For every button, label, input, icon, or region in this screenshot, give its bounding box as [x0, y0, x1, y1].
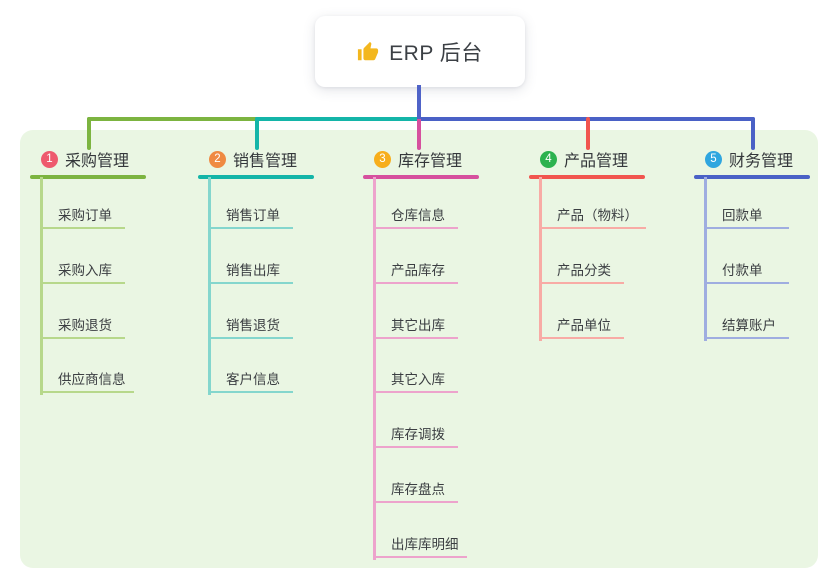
child-node[interactable]: 采购入库 — [40, 261, 125, 284]
branch-number-badge: 1 — [41, 150, 58, 168]
connector-branch-5-horizontal — [417, 117, 755, 121]
child-node[interactable]: 付款单 — [704, 261, 789, 284]
branch-title-underline — [198, 175, 314, 179]
child-node[interactable]: 出库库明细 — [373, 535, 467, 558]
child-node[interactable]: 结算账户 — [704, 316, 789, 339]
branch-spine-line — [40, 177, 43, 396]
connector-branch-1-drop — [87, 117, 91, 150]
branch-spine-line — [373, 177, 376, 560]
branch-title[interactable]: 4 产品管理 — [540, 148, 628, 170]
branch-number-badge: 3 — [374, 150, 391, 168]
branch-number-badge: 2 — [209, 150, 226, 168]
branch-title-label: 库存管理 — [398, 153, 463, 170]
child-node[interactable]: 其它入库 — [373, 370, 458, 394]
connector-branch-5-drop — [751, 117, 755, 150]
child-node[interactable]: 产品单位 — [539, 316, 624, 339]
child-node[interactable]: 采购订单 — [40, 206, 125, 229]
branch-title-underline — [30, 175, 146, 179]
branch-title[interactable]: 3 库存管理 — [374, 148, 462, 170]
connector-branch-4-drop — [586, 117, 590, 150]
branch-number-badge: 5 — [705, 150, 722, 168]
child-node[interactable]: 回款单 — [704, 206, 789, 229]
connector-branch-2-horizontal — [255, 117, 421, 121]
connector-branch-2-drop — [255, 117, 259, 150]
child-node[interactable]: 产品库存 — [373, 261, 458, 284]
child-node[interactable]: 库存调拨 — [373, 425, 458, 449]
branch-title-underline — [529, 175, 645, 179]
branch-title-label: 产品管理 — [564, 153, 629, 170]
branch-title-underline — [363, 175, 479, 179]
child-node[interactable]: 销售订单 — [208, 206, 293, 229]
child-node[interactable]: 仓库信息 — [373, 206, 458, 229]
branch-title-underline — [694, 175, 810, 179]
connector-branch-1-horizontal — [87, 117, 421, 121]
child-node[interactable]: 库存盘点 — [373, 480, 458, 503]
child-node[interactable]: 采购退货 — [40, 316, 125, 339]
branch-spine-line — [704, 177, 707, 341]
branch-title-label: 采购管理 — [65, 153, 130, 170]
branch-title-label: 销售管理 — [233, 153, 298, 170]
branches-panel — [20, 130, 818, 568]
child-node[interactable]: 产品分类 — [539, 261, 624, 284]
child-node[interactable]: 其它出库 — [373, 316, 458, 339]
child-node[interactable]: 销售出库 — [208, 261, 293, 284]
connector-branch-3-drop — [417, 117, 421, 150]
branch-spine-line — [539, 177, 542, 341]
branch-spine-line — [208, 177, 211, 396]
child-node[interactable]: 销售退货 — [208, 316, 293, 339]
connector-root-stem — [417, 85, 421, 119]
branch-title[interactable]: 2 销售管理 — [209, 148, 297, 170]
child-node[interactable]: 客户信息 — [208, 370, 293, 394]
root-title: ERP 后台 — [389, 41, 483, 65]
child-node[interactable]: 供应商信息 — [40, 370, 134, 394]
root-node[interactable]: ERP 后台 — [315, 16, 525, 87]
thumbs-up-icon — [357, 41, 379, 63]
branch-title[interactable]: 5 财务管理 — [705, 148, 793, 170]
branch-title[interactable]: 1 采购管理 — [41, 148, 129, 170]
branch-title-label: 财务管理 — [729, 153, 794, 170]
branch-number-badge: 4 — [540, 150, 557, 168]
child-node[interactable]: 产品（物料） — [539, 206, 646, 229]
